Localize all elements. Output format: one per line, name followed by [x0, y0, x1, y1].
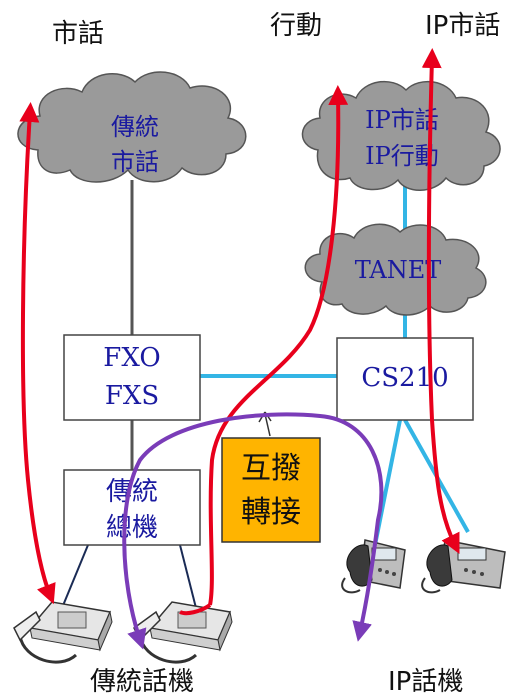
fxs-label: FXS [105, 381, 159, 411]
label-ip-phones: IP話機 [388, 667, 463, 697]
label-traditional-phones: 傳統話機 [90, 667, 194, 697]
label-mobile: 行動 [270, 11, 322, 41]
cloud-ip-line1: IP市話 [365, 106, 439, 134]
label-ip-pstn: IP市話 [425, 11, 500, 41]
cloud-ip: IP市話 IP行動 [301, 80, 501, 191]
fxo-fxs-gateway: FXO FXS [63, 334, 201, 421]
transfer-line2: 轉接 [241, 495, 301, 530]
cs210-box: CS210 [336, 337, 474, 421]
cloud-pstn-line1: 傳統 [111, 113, 159, 141]
purple-path-phone-to-ip-phone [122, 412, 384, 650]
cs210-label: CS210 [361, 363, 448, 393]
red-path-ip-pstn-ip-phone [421, 48, 460, 554]
pbx-line2: 總機 [106, 513, 158, 543]
red-path-pstn-phone [19, 102, 56, 605]
transfer-line1: 互撥 [241, 451, 301, 486]
label-pstn: 市話 [52, 19, 104, 49]
cloud-pstn-line2: 市話 [111, 148, 159, 176]
transfer-pointer-line [264, 413, 271, 437]
transfer-box: 互撥 轉接 [221, 437, 321, 543]
cloud-pstn: 傳統 市話 [17, 71, 247, 183]
ip-phone-1 [341, 539, 406, 594]
red-path-mobile-tail [179, 603, 212, 616]
line-pbx-to-phone1 [61, 544, 89, 609]
traditional-phone-1 [13, 601, 113, 664]
ip-phone-2 [421, 539, 506, 594]
red-path-mobile-phone [208, 85, 349, 606]
line-pbx-to-phone2 [179, 544, 197, 609]
fxo-label: FXO [103, 343, 160, 373]
